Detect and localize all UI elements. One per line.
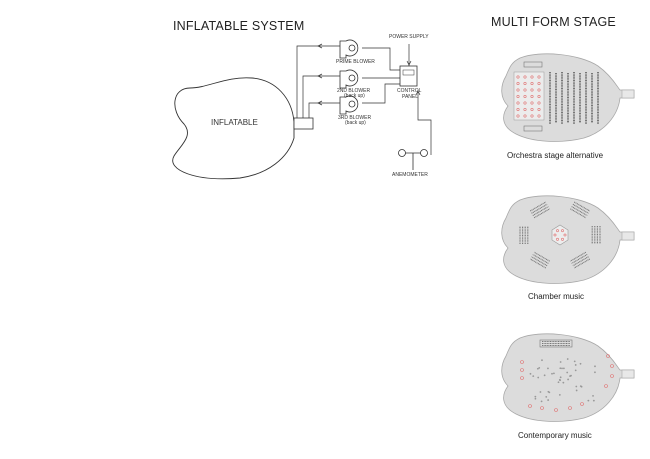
control-panel-box xyxy=(399,65,418,87)
control-panel-label-1: CONTROL xyxy=(397,88,422,94)
hall-plan-orchestra xyxy=(501,53,635,142)
second-blower-icon xyxy=(339,69,359,89)
control-panel-label-2: PANEL xyxy=(402,94,419,100)
anemometer-label: ANEMOMETER xyxy=(392,172,428,178)
hall-plan-chamber xyxy=(501,195,635,284)
inflatable-system-title: INFLATABLE SYSTEM xyxy=(173,19,305,33)
prime-blower-icon xyxy=(339,39,359,59)
third-blower-label: 3RD BLOWER xyxy=(338,115,372,121)
third-blower-note: (back up) xyxy=(345,120,366,126)
inflatable-label: INFLATABLE xyxy=(211,118,258,127)
caption-orchestra: Orchestra stage alternative xyxy=(507,151,604,160)
second-blower-note: (back up) xyxy=(344,93,365,99)
control-wire-third xyxy=(362,83,400,104)
duct-third xyxy=(308,102,340,118)
power-supply-label: POWER SUPPLY xyxy=(389,34,429,40)
anemometer-icon xyxy=(398,149,428,170)
caption-contemporary: Contemporary music xyxy=(518,431,592,440)
inflatable-connector xyxy=(293,117,314,130)
duct-second xyxy=(302,75,340,118)
third-blower-icon xyxy=(339,95,359,115)
prime-blower-label: PRIME BLOWER xyxy=(336,59,375,65)
multi-form-stage-title: MULTI FORM STAGE xyxy=(491,15,616,29)
control-wire-prime xyxy=(362,47,400,71)
anemometer-line xyxy=(417,90,432,155)
duct-prime xyxy=(296,45,340,118)
hall-plan-contemporary xyxy=(501,333,635,422)
second-blower-label: 2ND BLOWER xyxy=(337,88,371,94)
inflatable-outline xyxy=(172,77,295,180)
caption-chamber: Chamber music xyxy=(528,292,585,301)
